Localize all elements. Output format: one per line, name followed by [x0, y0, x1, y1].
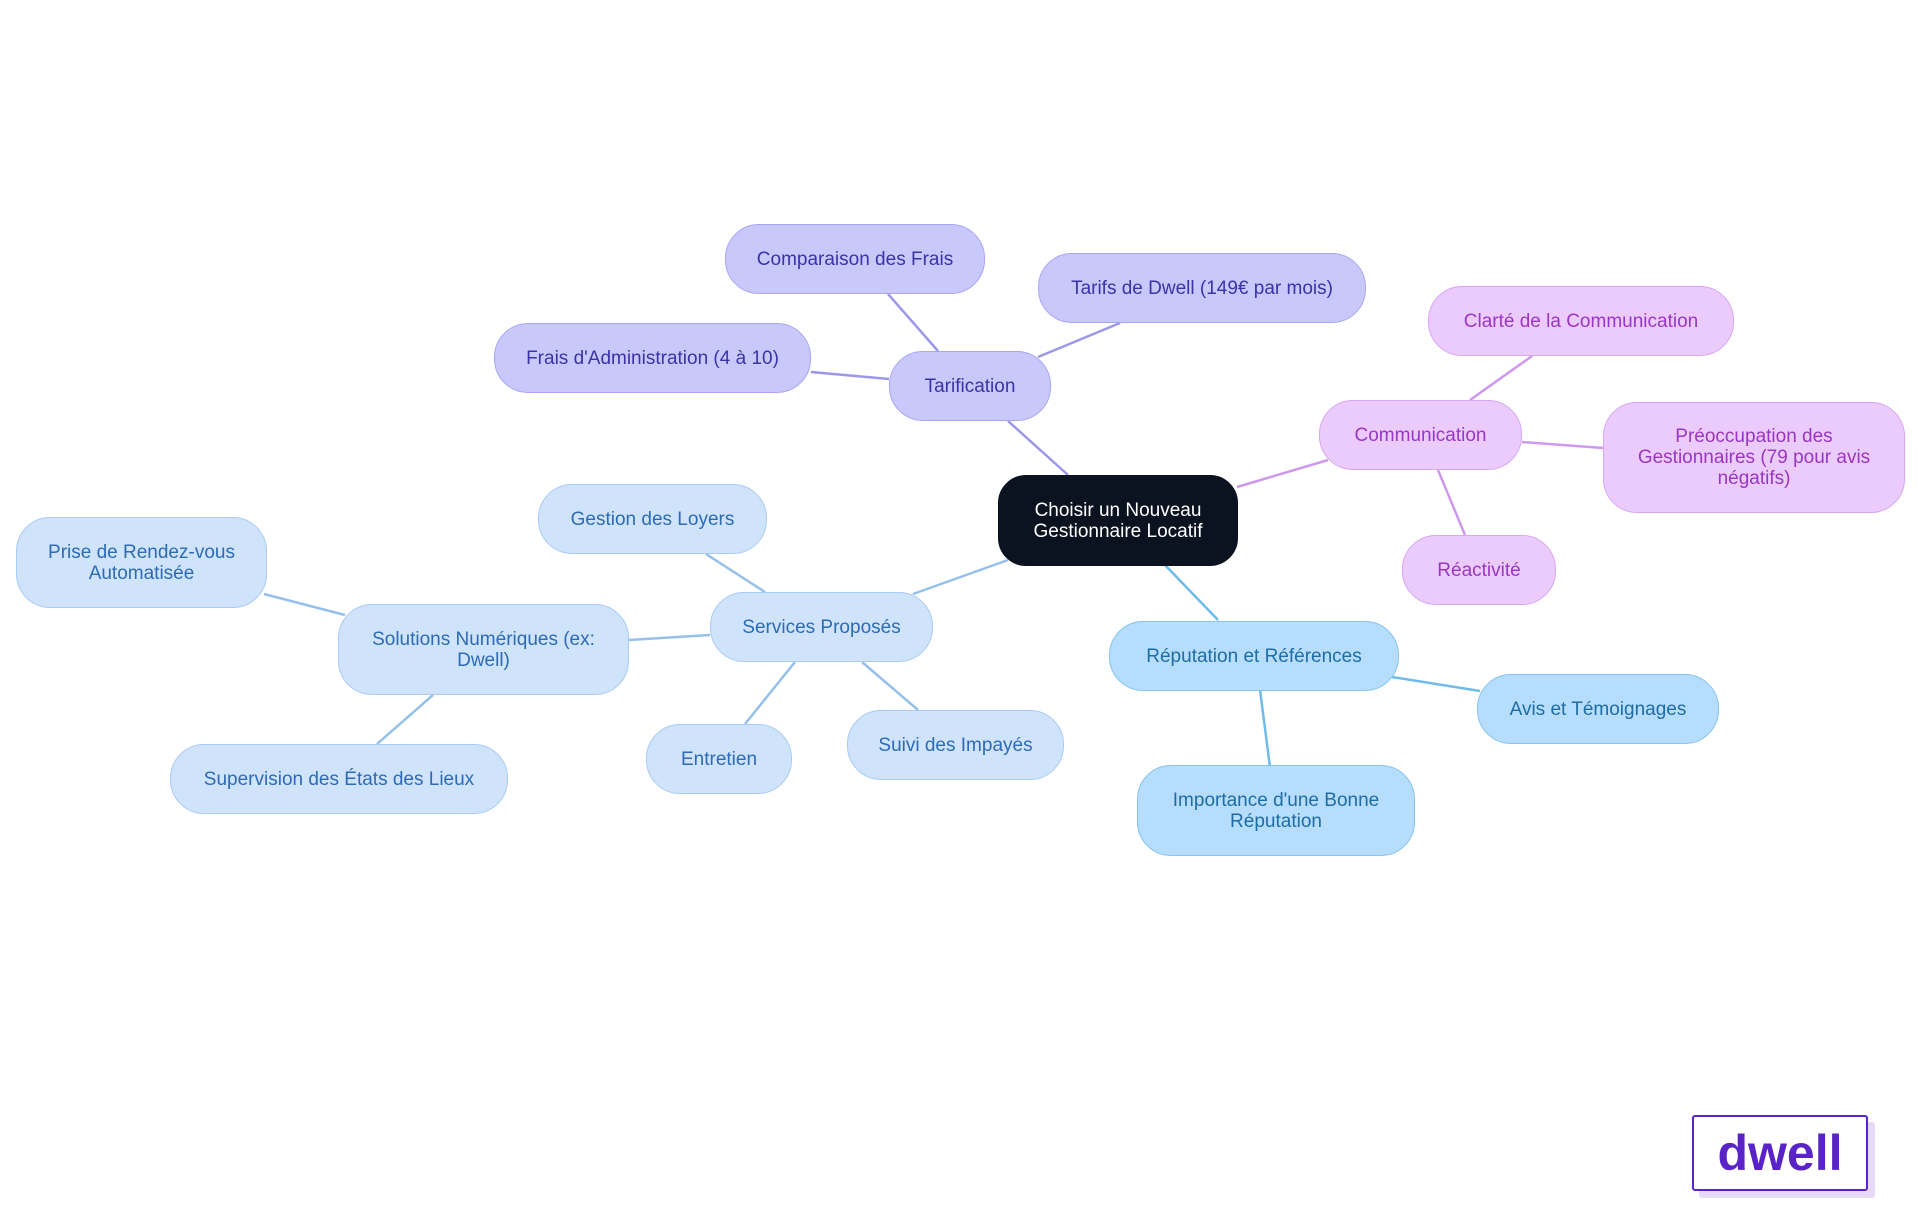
node-services-proposes[interactable]: Services Proposés	[710, 592, 933, 662]
edge-root-services	[912, 558, 1009, 596]
node-rdv-line2: Automatisée	[88, 562, 195, 584]
edge-services-suivi	[861, 661, 919, 711]
node-solutions-numeriques[interactable]: Solutions Numériques (ex: Dwell)	[338, 604, 629, 695]
node-entretien-label: Entretien	[680, 748, 758, 770]
node-preoccupation-line3: négatifs)	[1717, 468, 1791, 489]
node-entretien[interactable]: Entretien	[646, 724, 792, 794]
node-services-label: Services Proposés	[742, 616, 901, 638]
node-preoccupation-gestionnaires[interactable]: Préoccupation des Gestionnaires (79 pour…	[1603, 402, 1905, 513]
edge-root-tarification	[1007, 420, 1069, 476]
node-supervision-label: Supervision des États des Lieux	[203, 768, 475, 790]
node-reputation-references[interactable]: Réputation et Références	[1109, 621, 1399, 691]
node-avis-temoignages[interactable]: Avis et Témoignages	[1477, 674, 1719, 744]
node-tarification-label: Tarification	[924, 375, 1016, 397]
node-importance-line1: Importance d'une Bonne	[1172, 789, 1380, 811]
edge-services-gestion	[705, 552, 766, 594]
edge-tarification-comparaison	[887, 293, 939, 352]
node-avis-label: Avis et Témoignages	[1509, 698, 1687, 720]
root-label-line2: Gestionnaire Locatif	[1033, 520, 1203, 542]
node-tarifs-de-dwell[interactable]: Tarifs de Dwell (149€ par mois)	[1038, 253, 1366, 323]
node-gestion-des-loyers[interactable]: Gestion des Loyers	[538, 484, 767, 554]
node-importance-line2: Réputation	[1230, 810, 1322, 832]
node-communication-label: Communication	[1354, 424, 1487, 446]
node-frais-label: Frais d'Administration (4 à 10)	[526, 347, 779, 369]
edge-root-reputation	[1164, 564, 1219, 621]
root-node[interactable]: Choisir un Nouveau Gestionnaire Locatif	[998, 475, 1238, 566]
node-suivi-label: Suivi des Impayés	[878, 734, 1033, 756]
edge-services-entretien	[744, 661, 796, 725]
node-suivi-des-impayes[interactable]: Suivi des Impayés	[847, 710, 1064, 780]
node-preoccupation-line2: Gestionnaires (79 pour avis	[1637, 447, 1871, 468]
node-solutions-line2: Dwell)	[457, 649, 510, 671]
node-preoccupation-line1: Préoccupation des	[1675, 426, 1833, 447]
node-supervision-etats-lieux[interactable]: Supervision des États des Lieux	[170, 744, 508, 814]
node-reactivite-label: Réactivité	[1437, 559, 1521, 581]
node-comparaison-des-frais[interactable]: Comparaison des Frais	[725, 224, 985, 294]
edge-solutions-rdv	[263, 592, 346, 617]
node-clarte-label: Clarté de la Communication	[1463, 310, 1699, 332]
node-reactivite[interactable]: Réactivité	[1402, 535, 1556, 605]
dwell-logo: dwell	[1692, 1115, 1868, 1191]
edge-communication-clarte	[1469, 354, 1533, 402]
edge-tarification-frais	[810, 370, 890, 381]
edge-communication-preoccupation	[1521, 440, 1604, 450]
node-gestion-label: Gestion des Loyers	[570, 508, 735, 530]
edge-tarification-tarifs	[1037, 321, 1121, 359]
node-tarifs-label: Tarifs de Dwell (149€ par mois)	[1071, 277, 1333, 299]
edge-root-communication	[1236, 458, 1329, 489]
node-rdv-line1: Prise de Rendez-vous	[48, 541, 235, 563]
node-prise-rendez-vous[interactable]: Prise de Rendez-vous Automatisée	[16, 517, 267, 608]
node-communication[interactable]: Communication	[1319, 400, 1522, 470]
edge-communication-reactivite	[1436, 469, 1467, 536]
node-frais-administration[interactable]: Frais d'Administration (4 à 10)	[494, 323, 811, 393]
node-reputation-label: Réputation et Références	[1146, 645, 1362, 667]
edge-reputation-avis	[1391, 675, 1481, 693]
root-label-line1: Choisir un Nouveau	[1034, 499, 1202, 521]
edge-solutions-supervision	[376, 694, 434, 745]
node-tarification[interactable]: Tarification	[889, 351, 1051, 421]
node-comparaison-label: Comparaison des Frais	[756, 248, 954, 270]
edge-reputation-importance	[1258, 689, 1272, 768]
node-solutions-line1: Solutions Numériques (ex:	[372, 628, 595, 650]
edge-services-solutions	[628, 633, 711, 642]
node-clarte-communication[interactable]: Clarté de la Communication	[1428, 286, 1734, 356]
dwell-logo-text: dwell	[1717, 1125, 1843, 1181]
node-importance-reputation[interactable]: Importance d'une Bonne Réputation	[1137, 765, 1415, 856]
